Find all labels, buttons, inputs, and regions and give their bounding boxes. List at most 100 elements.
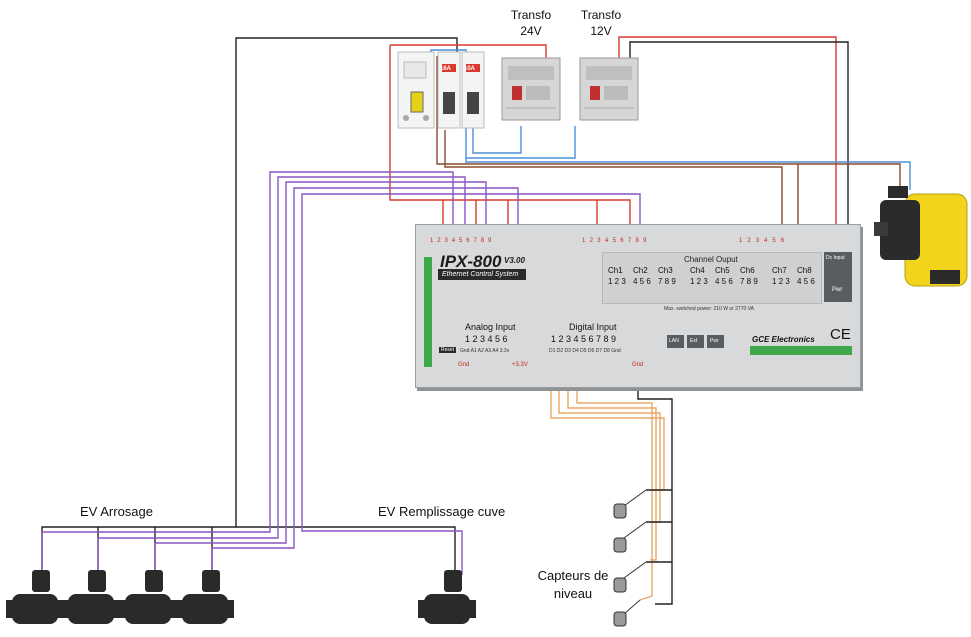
wire-purple-2 (97, 176, 466, 575)
pump (874, 186, 968, 287)
breaker-panel (397, 51, 485, 129)
channel-pins-2: 4 5 6 (633, 277, 651, 286)
wire-black-main (41, 37, 458, 572)
channel-pins-1: 1 2 3 (608, 277, 626, 286)
t3-5: 5 (772, 238, 781, 244)
ipx-subtitle: Ethernet Control System (438, 269, 526, 280)
pwr-button-label: Pwr (710, 338, 719, 344)
level-sensor-2 (613, 521, 647, 553)
ev-arrosage-label: EV Arrosage (80, 504, 153, 519)
channel-pins-7: 1 2 3 (772, 277, 790, 286)
t2-9: 9 (643, 238, 651, 244)
ev-remplissage-label: EV Remplissage cuve (378, 504, 506, 519)
t3-4: 4 (764, 238, 773, 244)
t2-3: 3 (597, 238, 605, 244)
t1-2: 2 (437, 238, 445, 244)
digital-input-nums: 1 2 3 4 5 6 7 8 9 (551, 334, 617, 344)
capteurs-label: Capteurs de niveau (530, 567, 616, 603)
transfo-12v-line1: Transfo (580, 8, 622, 22)
channel-pins-6: 7 8 9 (740, 277, 758, 286)
wire-red-2 (390, 44, 547, 58)
t1-4: 4 (451, 238, 459, 244)
channel-pins-5: 4 5 6 (715, 277, 733, 286)
wire-orange-4 (576, 384, 653, 601)
breaker-10a (461, 51, 485, 129)
solenoid-valve-4 (176, 570, 234, 624)
channel-ch4: Ch4 (690, 266, 705, 275)
dc-input-box (824, 252, 852, 302)
wire-red-12v (618, 36, 837, 226)
t1-8: 8 (480, 238, 488, 244)
ipx-version: V3.00 (504, 256, 525, 265)
panel-green-strip (424, 257, 432, 367)
level-sensor-4 (613, 599, 641, 627)
wire-brown-3 (798, 163, 901, 190)
level-sensors (613, 489, 647, 627)
solenoid-valve-3 (119, 570, 177, 624)
channel-output-title: Channel Ouput (684, 255, 738, 264)
terminal-numbers-2: 123456789 (582, 238, 651, 244)
t2-2: 2 (589, 238, 598, 244)
dc-input-label: Dc Input (826, 255, 845, 261)
t2-1: 1 (582, 238, 590, 244)
ipx800-panel (415, 224, 861, 388)
ext-label: Ext (690, 338, 698, 344)
transfo-24v (501, 57, 561, 121)
terminal-numbers-3: 123456 (739, 238, 789, 244)
channel-ch8: Ch8 (797, 266, 812, 275)
wire-brown-2 (444, 130, 783, 226)
capteurs-line1: Capteurs de (537, 568, 609, 583)
digital-input-pins: D1 D2 D3 D4 D5 D6 D7 D8 Gnd (549, 348, 621, 354)
t1-6: 6 (466, 238, 474, 244)
t1-1: 1 (430, 238, 438, 244)
capteurs-line2: niveau (553, 586, 593, 601)
t2-4: 4 (604, 238, 613, 244)
transfo-24v-line1: Transfo (510, 8, 552, 22)
channel-pins-3: 7 8 9 (658, 277, 676, 286)
level-sensor-3 (613, 561, 647, 593)
t2-7: 7 (627, 238, 636, 244)
v33-label: +3.3V (512, 362, 528, 368)
channel-ch3: Ch3 (658, 266, 673, 275)
solenoid-valve-1 (6, 570, 64, 624)
channel-ch2: Ch2 (633, 266, 648, 275)
transfo-24v-line2: 24V (520, 24, 542, 38)
brand: GCE Electronics (752, 335, 815, 344)
wire-black-12v (629, 41, 849, 226)
wire-orange-2 (558, 384, 661, 523)
ext-button (687, 335, 704, 348)
t3-2: 2 (747, 238, 756, 244)
wire-orange-3 (567, 384, 657, 561)
solenoid-valves (6, 570, 476, 624)
brand-green-bar (750, 346, 852, 355)
t1-5: 5 (459, 238, 467, 244)
wire-brown-1 (436, 56, 799, 226)
lan-label: LAN (669, 338, 679, 344)
t1-9: 9 (488, 238, 496, 244)
t1-3: 3 (444, 238, 452, 244)
wire-black-ev (236, 526, 456, 572)
channel-ch6: Ch6 (740, 266, 755, 275)
analog-input-title: Analog Input (465, 322, 516, 332)
breaker-16a (437, 51, 461, 129)
pwr-button (707, 335, 724, 348)
ce-mark: CE (830, 326, 851, 343)
level-sensor-1 (613, 489, 647, 519)
t3-6: 6 (780, 238, 790, 244)
channel-ch1: Ch1 (608, 266, 623, 275)
breaker-16a-label: 16A (440, 66, 452, 72)
analog-input-nums: 1 2 3 4 5 6 (465, 334, 508, 344)
transfo-12v (579, 57, 639, 121)
t2-8: 8 (635, 238, 644, 244)
channel-pins-8: 4 5 6 (797, 277, 815, 286)
max-power: Max. switched power: 210 W or 2770 VA (664, 306, 754, 312)
transfo-24v-label: Transfo 24V (505, 7, 557, 39)
t2-6: 6 (620, 238, 628, 244)
wire-black-gnd (637, 384, 673, 605)
digital-input-title: Digital Input (569, 322, 617, 332)
breaker-10a-label: 10A (464, 66, 476, 72)
ipx-title: IPX-800 (440, 252, 502, 271)
wire-purple-1 (41, 171, 454, 575)
transfo-12v-label: Transfo 12V (575, 7, 627, 39)
channel-output-box (602, 252, 822, 304)
